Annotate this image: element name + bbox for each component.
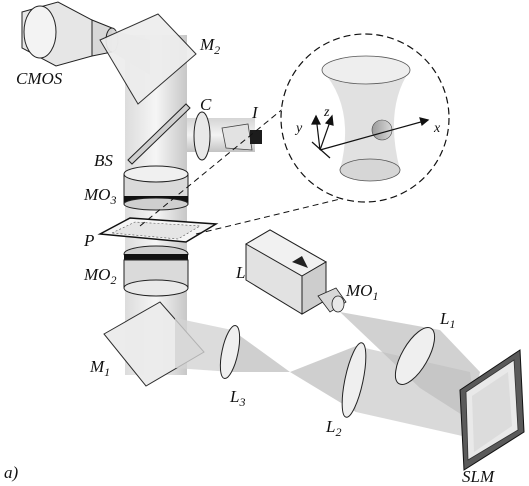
label-mo2: MO2 <box>83 265 116 287</box>
zoom-line-lower <box>195 183 403 235</box>
axis-y-label: y <box>294 121 303 136</box>
label-l3: L3 <box>229 387 245 409</box>
label-l1: L1 <box>439 309 455 331</box>
beam-l3-l2 <box>232 330 356 412</box>
illumination-source <box>221 123 262 151</box>
focused-beam <box>322 70 410 170</box>
label-l2: L2 <box>325 417 341 439</box>
label-mo3: MO3 <box>83 185 116 207</box>
lens-l1 <box>394 327 436 385</box>
label-slm: SLM <box>462 467 495 486</box>
beam-m1-l3 <box>175 318 232 372</box>
label-mo1: MO1 <box>345 281 378 303</box>
objective-mo3 <box>123 165 189 211</box>
label-m1: M1 <box>89 357 110 379</box>
beam-splitter <box>127 103 191 165</box>
slm <box>459 349 525 471</box>
lens-l2 <box>341 342 367 418</box>
inset-zoom <box>280 33 450 203</box>
label-l: L <box>235 263 245 282</box>
label-cmos: CMOS <box>16 69 63 88</box>
trapped-particle <box>371 119 393 141</box>
objective-mo2 <box>123 245 189 297</box>
label-i: I <box>251 103 259 122</box>
lens-c <box>193 111 211 161</box>
cmos-camera <box>21 1 119 67</box>
axis-x-label: x <box>433 121 441 136</box>
sample-p <box>97 217 219 243</box>
label-bs: BS <box>94 151 113 170</box>
label-p: P <box>83 231 94 250</box>
label-c: C <box>200 95 212 114</box>
panel-label: a) <box>4 463 19 482</box>
coordinate-axes <box>311 114 430 159</box>
label-m2: M2 <box>199 35 220 57</box>
laser <box>245 229 327 315</box>
objective-mo1 <box>317 287 347 313</box>
lens-l3 <box>219 325 241 379</box>
mirror-m2 <box>99 13 197 105</box>
axis-z-label: z <box>323 105 330 120</box>
